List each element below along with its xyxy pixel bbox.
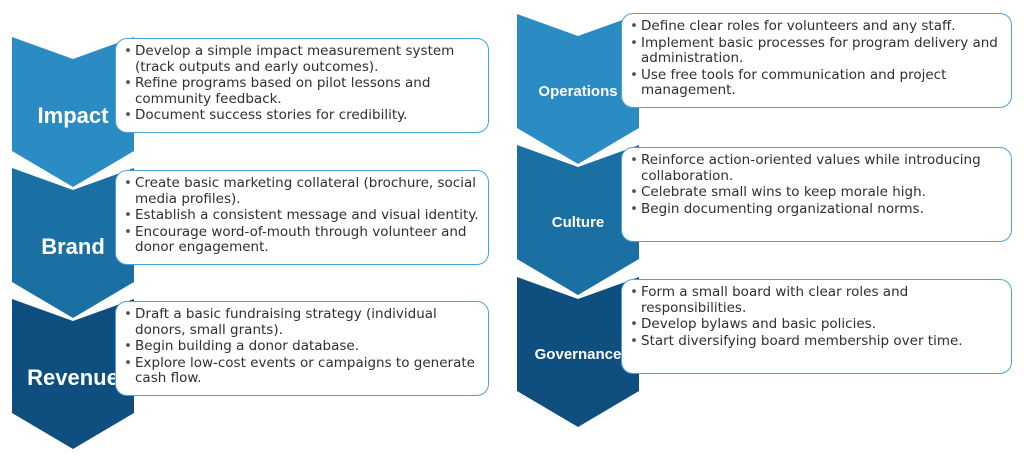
culture-box: Reinforce action-oriented values while i… <box>621 147 1012 242</box>
revenue-title: Revenue <box>27 365 119 390</box>
culture-bullet: Celebrate small wins to keep morale high… <box>630 184 1003 201</box>
governance-chevron: Governance <box>517 277 639 427</box>
governance-bullet: Develop bylaws and basic policies. <box>630 316 1003 333</box>
brand-bullet: Encourage word-of-mouth through voluntee… <box>124 224 480 256</box>
revenue-bullet: Explore low-cost events or campaigns to … <box>124 355 480 387</box>
operations-bullet: Define clear roles for volunteers and an… <box>630 18 1003 35</box>
revenue-bullet: Begin building a donor database. <box>124 338 480 355</box>
impact-bullet: Refine programs based on pilot lessons a… <box>124 75 480 107</box>
impact-bullet: Develop a simple impact measurement syst… <box>124 43 480 75</box>
impact-chevron: Impact <box>12 37 134 187</box>
governance-title: Governance <box>534 345 622 363</box>
brand-box: Create basic marketing collateral (broch… <box>115 170 489 265</box>
brand-bullet: Establish a consistent message and visua… <box>124 207 480 224</box>
operations-bullet: Implement basic processes for program de… <box>630 35 1003 67</box>
impact-bullet: Document success stories for credibility… <box>124 107 480 124</box>
revenue-bullet: Draft a basic fundraising strategy (indi… <box>124 306 480 338</box>
impact-box: Develop a simple impact measurement syst… <box>115 38 489 133</box>
operations-bullet: Use free tools for communication and pro… <box>630 67 1003 99</box>
revenue-chevron: Revenue <box>12 299 134 449</box>
operations-box: Define clear roles for volunteers and an… <box>621 13 1012 108</box>
governance-box: Form a small board with clear roles and … <box>621 279 1012 374</box>
culture-chevron: Culture <box>517 145 639 295</box>
culture-title: Culture <box>551 213 605 231</box>
impact-title: Impact <box>37 103 109 128</box>
revenue-box: Draft a basic fundraising strategy (indi… <box>115 301 489 396</box>
culture-bullet: Reinforce action-oriented values while i… <box>630 152 1003 184</box>
brand-chevron: Brand <box>12 168 134 318</box>
brand-title: Brand <box>41 234 105 259</box>
governance-bullet: Start diversifying board membership over… <box>630 333 1003 350</box>
operations-title: Operations <box>538 82 618 100</box>
culture-bullet: Begin documenting organizational norms. <box>630 201 1003 218</box>
operations-chevron: Operations <box>517 14 639 164</box>
brand-bullet: Create basic marketing collateral (broch… <box>124 175 480 207</box>
governance-bullet: Form a small board with clear roles and … <box>630 284 1003 316</box>
